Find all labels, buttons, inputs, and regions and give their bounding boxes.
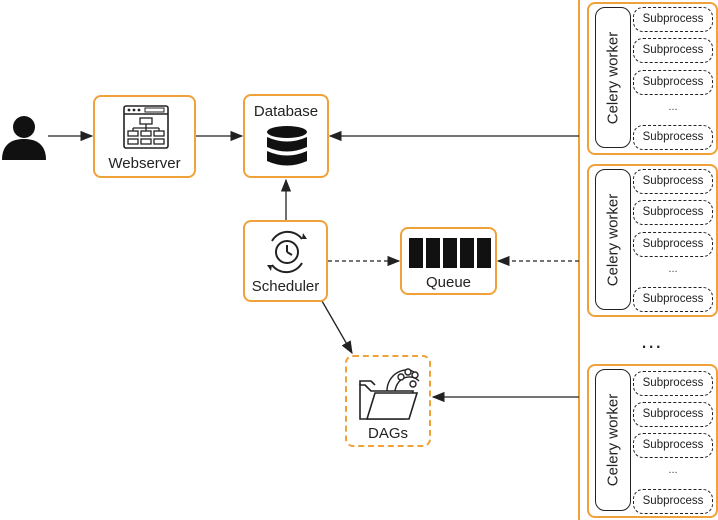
- database-icon: [267, 126, 307, 166]
- subprocess-box: Subprocess: [633, 7, 713, 32]
- celery-worker-3: Celery worker Subprocess Subprocess Subp…: [587, 364, 718, 518]
- folder-workflow-icon: [359, 368, 420, 420]
- webserver-label: Webserver: [108, 155, 181, 172]
- queue-node: Queue: [400, 227, 497, 295]
- subprocess-box: Subprocess: [633, 200, 713, 225]
- celery-worker-2: Celery worker Subprocess Subprocess Subp…: [587, 164, 718, 317]
- queue-label: Queue: [425, 274, 472, 291]
- celery-worker-label: Celery worker: [595, 369, 631, 511]
- subprocess-box: Subprocess: [633, 232, 713, 257]
- subprocess-box: Subprocess: [633, 371, 713, 396]
- database-label: Database: [253, 103, 319, 120]
- subprocess-box: Subprocess: [633, 169, 713, 194]
- celery-worker-label: Celery worker: [595, 7, 631, 148]
- webserver-node: Webserver: [93, 95, 196, 178]
- user-icon: [2, 116, 46, 160]
- celery-worker-1: Celery worker Subprocess Subprocess Subp…: [587, 2, 718, 155]
- queue-icon: [409, 238, 491, 268]
- subprocess-box: Subprocess: [633, 70, 713, 95]
- arrow-scheduler-dags: [321, 300, 353, 355]
- scheduler-clock-icon: [267, 230, 307, 274]
- scheduler-node: Scheduler: [243, 220, 328, 302]
- subprocess-box: Subprocess: [633, 125, 713, 150]
- subprocess-ellipsis: ...: [668, 101, 678, 113]
- celery-worker-label: Celery worker: [595, 169, 631, 310]
- dags-node: DAGs: [345, 355, 431, 447]
- database-node: Database: [243, 94, 329, 178]
- subprocess-box: Subprocess: [633, 287, 713, 312]
- subprocess-box: Subprocess: [633, 38, 713, 63]
- subprocess-box: Subprocess: [633, 433, 713, 458]
- webserver-icon: [123, 105, 169, 149]
- subprocess-ellipsis: ...: [668, 263, 678, 275]
- subprocess-ellipsis: ...: [668, 464, 678, 476]
- scheduler-label: Scheduler: [251, 278, 320, 295]
- more-workers-ellipsis: ...: [641, 328, 663, 353]
- subprocess-box: Subprocess: [633, 402, 713, 427]
- dags-label: DAGs: [367, 425, 408, 442]
- subprocess-box: Subprocess: [633, 489, 713, 514]
